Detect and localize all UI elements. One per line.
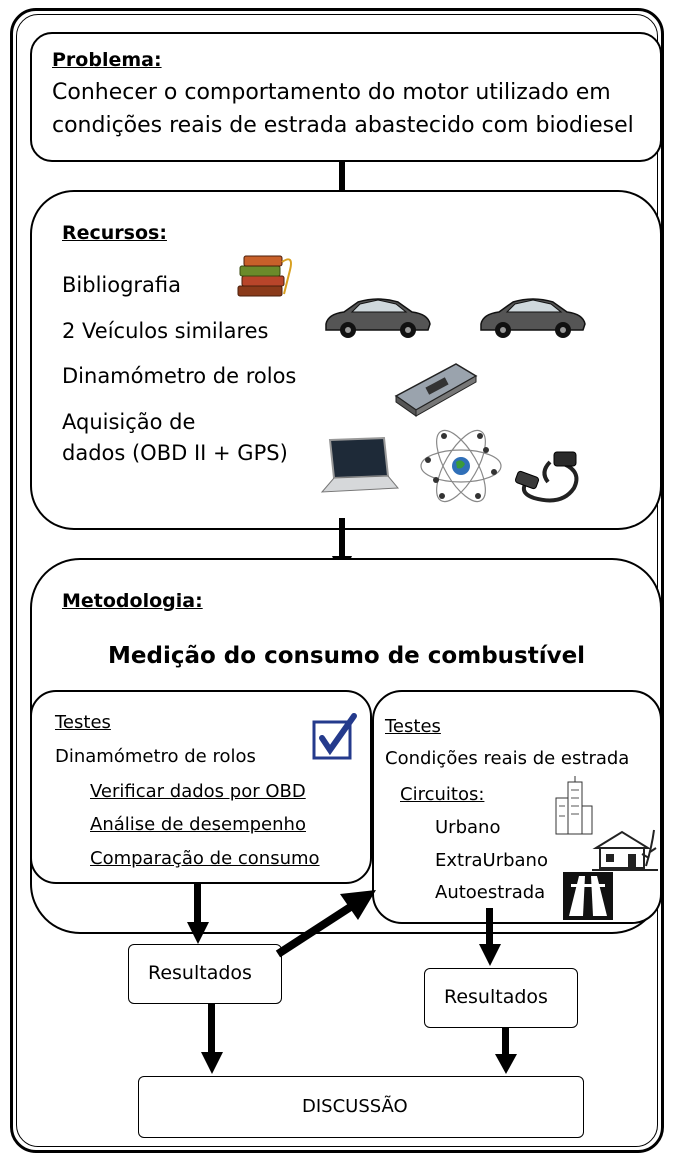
house-icon <box>592 829 658 871</box>
testes-estrada-box <box>372 690 662 924</box>
circuito-item: Urbano <box>435 817 501 838</box>
resultados-left-box <box>128 944 282 1004</box>
problema-line2: condições reais de estrada abastecido co… <box>52 113 634 138</box>
city-buildings-icon <box>555 776 593 835</box>
arrow-right-results-to-discussao <box>495 1028 517 1074</box>
recursos-item-dinamometro: Dinamómetro de rolos <box>62 364 297 388</box>
satellite-network-icon <box>420 429 502 503</box>
circuito-item: ExtraUrbano <box>435 850 548 871</box>
obd-cable-icon <box>514 451 579 503</box>
problema-box <box>30 32 662 162</box>
problema-heading: Problema: <box>52 49 162 71</box>
testes-left-subtitle: Dinamómetro de rolos <box>55 746 256 767</box>
testes-left-item: Análise de desempenho <box>90 814 306 835</box>
circuitos-label: Circuitos: <box>400 784 485 805</box>
metodologia-heading: Metodologia: <box>62 590 203 612</box>
circuito-item: Autoestrada <box>435 882 546 903</box>
arrow-left-results-to-discussao <box>201 1004 223 1074</box>
testes-left-item: Verificar dados por OBD <box>90 781 306 802</box>
testes-right-subtitle: Condições reais de estrada <box>385 748 630 769</box>
metodologia-title: Medição do consumo de combustível <box>108 643 586 669</box>
testes-left-heading: Testes <box>55 712 111 733</box>
roller-dynamometer-icon <box>394 363 478 417</box>
outer-frame-inner <box>16 14 658 1147</box>
testes-right-heading: Testes <box>385 716 441 737</box>
car-icon <box>480 298 586 338</box>
car-icon <box>325 298 431 338</box>
checkbox-icon <box>312 713 357 760</box>
recursos-heading: Recursos: <box>62 222 167 244</box>
laptop-icon <box>320 436 400 493</box>
problema-line1: Conhecer o comportamento do motor utiliz… <box>52 80 611 105</box>
books-icon <box>237 255 292 297</box>
testes-left-item: Comparação de consumo <box>90 848 320 869</box>
arrow-results-to-road-tests <box>275 890 376 958</box>
resultados-right-label: Resultados <box>444 986 548 1008</box>
arrow-left-tests-to-results <box>187 884 209 944</box>
discussao-box <box>138 1076 584 1138</box>
highway-icon <box>563 872 613 920</box>
discussao-label: DISCUSSÃO <box>302 1096 408 1117</box>
recursos-item-aquisicao-1: Aquisição de <box>62 410 196 434</box>
resultados-left-label: Resultados <box>148 962 252 984</box>
recursos-item-aquisicao-2: dados (OBD II + GPS) <box>62 441 288 465</box>
recursos-item-bibliografia: Bibliografia <box>62 273 182 297</box>
arrow-road-tests-to-results <box>479 908 501 966</box>
recursos-item-veiculos: 2 Veículos similares <box>62 319 269 343</box>
resultados-right-box <box>424 968 578 1028</box>
